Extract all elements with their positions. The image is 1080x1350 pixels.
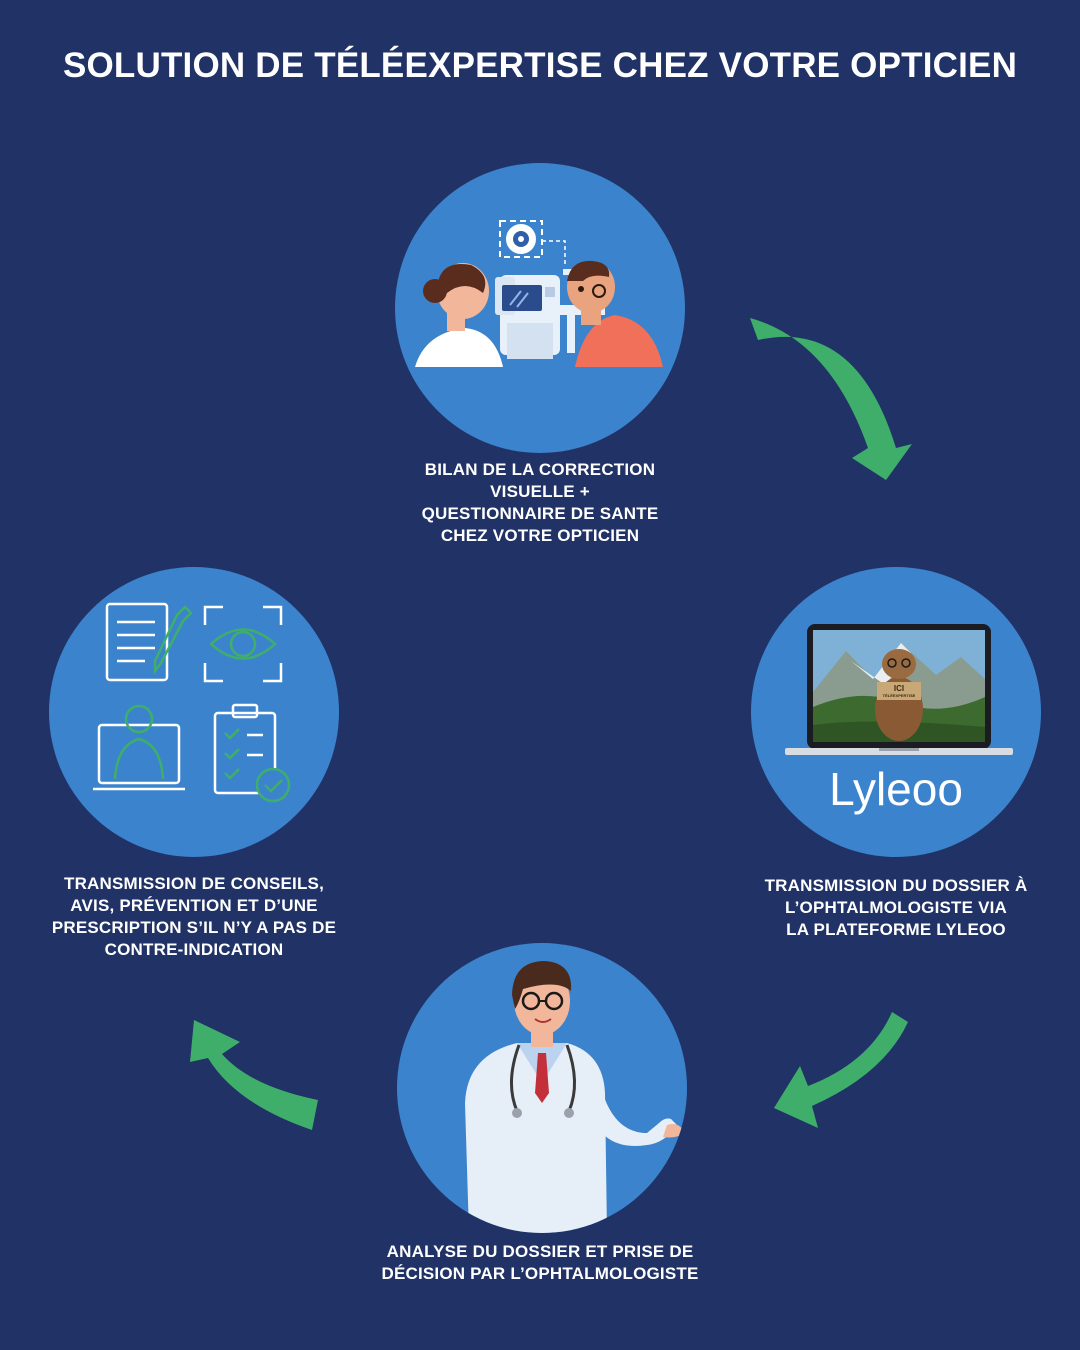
step-4-circle bbox=[49, 567, 339, 857]
document-icon bbox=[105, 602, 193, 682]
eye-scan-icon bbox=[203, 605, 283, 683]
brand-logo: Lyleoo bbox=[829, 763, 963, 815]
step-1-caption: BILAN DE LA CORRECTION VISUELLE + QUESTI… bbox=[421, 460, 659, 545]
checklist-icon bbox=[213, 703, 291, 803]
step-1-circle bbox=[395, 163, 685, 453]
screen-sign: ICI TÉLÉEXPERTISE bbox=[877, 682, 921, 700]
eye-exam-illustration bbox=[415, 220, 663, 367]
arrow-step2-to-step3 bbox=[774, 1012, 908, 1128]
step-3-circle bbox=[397, 943, 687, 1233]
step-2-circle: ICI TÉLÉEXPERTISE Lyleoo bbox=[751, 567, 1041, 857]
arrow-step1-to-step2 bbox=[750, 318, 912, 480]
step-4-caption: TRANSMISSION DE CONSEILS, AVIS, PRÉVENTI… bbox=[51, 874, 337, 959]
step-2-caption: TRANSMISSION DU DOSSIER À L’OPHTALMOLOGI… bbox=[764, 876, 1028, 939]
step-3-caption: ANALYSE DU DOSSIER ET PRISE DE DÉCISION … bbox=[381, 1242, 699, 1283]
arrow-step3-to-step4 bbox=[190, 1020, 318, 1130]
doctor-illustration bbox=[465, 961, 685, 1233]
page-title: SOLUTION DE TÉLÉEXPERTISE CHEZ VOTRE OPT… bbox=[62, 46, 1018, 85]
teleconsult-icon bbox=[93, 704, 185, 791]
